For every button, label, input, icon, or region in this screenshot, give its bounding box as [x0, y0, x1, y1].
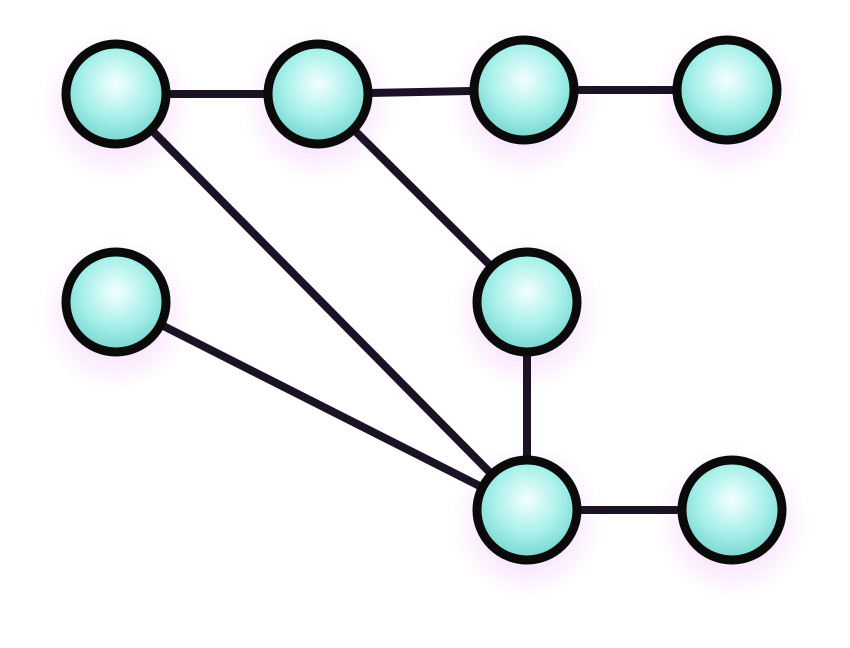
node-n3	[469, 35, 579, 145]
edge-n5-n7	[112, 298, 531, 514]
node-n2	[263, 39, 373, 149]
node-n4	[672, 35, 782, 145]
node-n6	[472, 247, 582, 357]
node-n1	[61, 39, 171, 149]
edge-n1-n7	[112, 90, 531, 514]
node-n8	[677, 455, 787, 565]
node-n7	[472, 455, 582, 565]
node-n5	[61, 247, 171, 357]
node-layer	[61, 35, 787, 565]
